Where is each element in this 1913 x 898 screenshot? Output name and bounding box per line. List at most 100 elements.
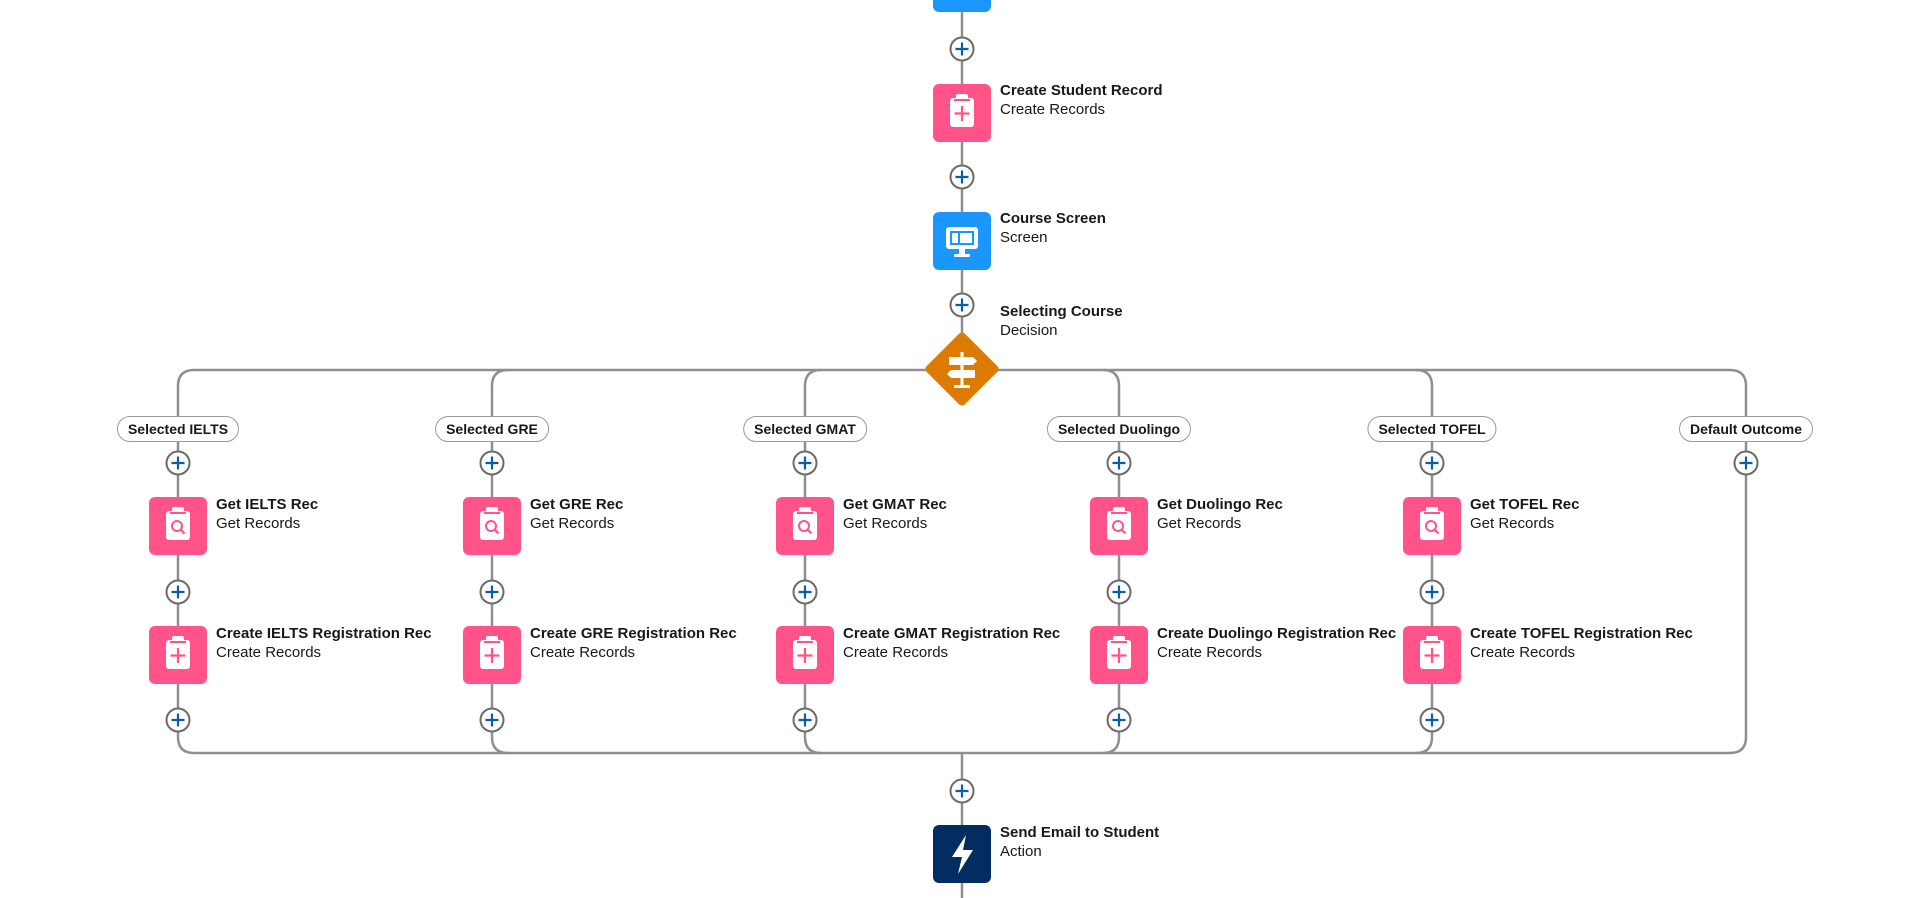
node-type: Get Records <box>843 515 928 532</box>
send-email-text: Send Email to Student Action <box>1000 823 1159 861</box>
add-element-button[interactable] <box>479 579 505 605</box>
branch-label[interactable]: Selected GMAT <box>743 416 867 442</box>
get-records-node[interactable] <box>776 497 834 555</box>
branch-label[interactable]: Selected Duolingo <box>1046 416 1192 442</box>
get-records-icon <box>480 507 504 540</box>
node-type: Create Records <box>1000 101 1106 118</box>
node-title: Create Student Record <box>1000 82 1163 99</box>
create-records-icon <box>950 94 974 127</box>
branch-line <box>1102 368 1121 755</box>
plus-icon <box>1425 585 1439 599</box>
create-records-icon <box>1107 636 1131 669</box>
node-title: Get IELTS Rec <box>216 496 319 513</box>
node-title: Create GRE Registration Rec <box>530 625 737 642</box>
add-element-button[interactable] <box>792 707 818 733</box>
add-element-button[interactable] <box>1419 707 1445 733</box>
plus-icon <box>798 585 812 599</box>
node-type: Screen <box>1000 229 1048 246</box>
plus-icon <box>171 456 185 470</box>
node-title: Get TOFEL Rec <box>1470 496 1580 513</box>
create-records-node[interactable] <box>149 626 207 684</box>
plus-icon <box>1112 456 1126 470</box>
add-element-button[interactable] <box>165 707 191 733</box>
branch-line <box>176 368 195 755</box>
add-element-button[interactable] <box>949 292 975 318</box>
plus-icon <box>955 170 969 184</box>
create-student-record-node[interactable] <box>933 84 991 142</box>
branch-label[interactable]: Selected IELTS <box>116 416 240 442</box>
branch-line <box>490 368 509 755</box>
get-records-icon <box>1420 507 1444 540</box>
branch-label[interactable]: Selected GRE <box>435 416 549 442</box>
node-title: Get GRE Rec <box>530 496 624 513</box>
plus-icon <box>955 298 969 312</box>
plus-icon <box>955 784 969 798</box>
add-element-button[interactable] <box>792 450 818 476</box>
selecting-course-text: Selecting Course Decision <box>1000 302 1123 340</box>
get-records-node[interactable] <box>149 497 207 555</box>
add-element-button[interactable] <box>1419 450 1445 476</box>
plus-icon <box>798 713 812 727</box>
node-title: Create TOFEL Registration Rec <box>1470 625 1693 642</box>
branch-label[interactable]: Default Outcome <box>1678 416 1814 442</box>
node-type: Create Records <box>216 644 322 661</box>
add-element-button[interactable] <box>479 707 505 733</box>
add-element-button[interactable] <box>1733 450 1759 476</box>
get-records-node[interactable] <box>1090 497 1148 555</box>
node-title: Get Duolingo Rec <box>1157 496 1283 513</box>
plus-icon <box>1112 713 1126 727</box>
plus-icon <box>1425 456 1439 470</box>
get-records-node[interactable] <box>1403 497 1461 555</box>
node-title: Create IELTS Registration Rec <box>216 625 432 642</box>
create-student-record-text: Create Student Record Create Records <box>1000 81 1163 119</box>
course-screen-node[interactable] <box>933 212 991 270</box>
add-element-button[interactable] <box>949 36 975 62</box>
node-type: Get Records <box>216 515 301 532</box>
screen-icon <box>946 227 978 257</box>
create-records-node[interactable] <box>1403 626 1461 684</box>
branch-line <box>803 368 822 755</box>
add-element-button[interactable] <box>1106 707 1132 733</box>
node-type: Action <box>1000 843 1042 860</box>
plus-icon <box>1425 713 1439 727</box>
create-records-node[interactable] <box>1090 626 1148 684</box>
node-title: Send Email to Student <box>1000 824 1160 841</box>
node-type: Get Records <box>530 515 615 532</box>
branch-label[interactable]: Selected TOFEL <box>1367 416 1497 442</box>
add-element-button[interactable] <box>165 579 191 605</box>
add-element-button[interactable] <box>949 778 975 804</box>
create-records-node[interactable] <box>776 626 834 684</box>
add-element-button[interactable] <box>1106 450 1132 476</box>
create-records-icon <box>166 636 190 669</box>
node-title: Create Duolingo Registration Rec <box>1157 625 1397 642</box>
add-element-button[interactable] <box>792 579 818 605</box>
add-element-button[interactable] <box>165 450 191 476</box>
plus-icon <box>171 585 185 599</box>
plus-icon <box>1112 585 1126 599</box>
node-title: Create GMAT Registration Rec <box>843 625 1061 642</box>
node-type: Create Records <box>1157 644 1263 661</box>
branch-line <box>1415 368 1434 755</box>
plus-icon <box>1739 456 1753 470</box>
add-element-button[interactable] <box>1106 579 1132 605</box>
node-type: Decision <box>1000 322 1058 339</box>
previous-element-icon[interactable] <box>933 0 991 12</box>
get-records-icon <box>166 507 190 540</box>
add-element-button[interactable] <box>949 164 975 190</box>
add-element-button[interactable] <box>1419 579 1445 605</box>
get-records-node[interactable] <box>463 497 521 555</box>
send-email-to-student-node[interactable] <box>933 825 991 883</box>
create-records-node[interactable] <box>463 626 521 684</box>
plus-icon <box>955 42 969 56</box>
node-title: Course Screen <box>1000 210 1106 227</box>
get-records-icon <box>1107 507 1131 540</box>
add-element-button[interactable] <box>479 450 505 476</box>
create-records-icon <box>1420 636 1444 669</box>
node-type: Get Records <box>1157 515 1242 532</box>
